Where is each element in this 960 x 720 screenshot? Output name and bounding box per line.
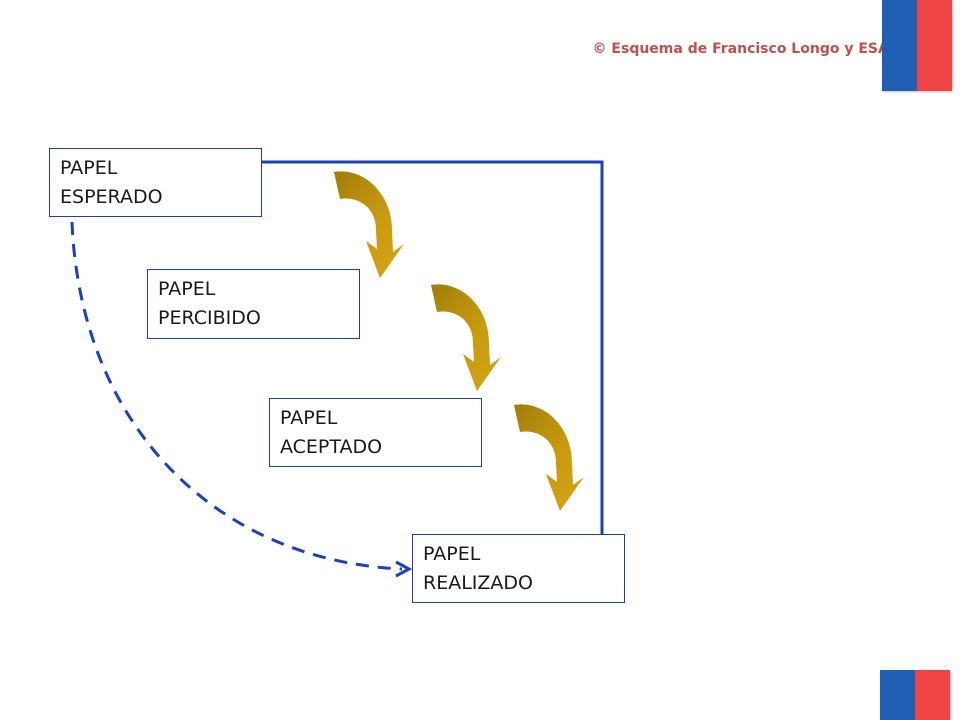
box-label-line1: PAPEL bbox=[423, 543, 481, 565]
box-papel-aceptado: PAPEL ACEPTADO bbox=[269, 398, 482, 467]
curved-arrow-3 bbox=[514, 404, 584, 511]
box-papel-percibido: PAPEL PERCIBIDO bbox=[147, 269, 360, 339]
box-papel-esperado: PAPEL ESPERADO bbox=[49, 148, 262, 217]
box-label-line1: PAPEL bbox=[60, 157, 118, 179]
box-label-line2: ACEPTADO bbox=[280, 436, 383, 458]
box-label-line1: PAPEL bbox=[280, 407, 338, 429]
box-label-line1: PAPEL bbox=[158, 278, 216, 300]
curved-arrow-1 bbox=[334, 171, 404, 278]
dashed-curved-connector bbox=[70, 221, 403, 571]
box-papel-realizado: PAPEL REALIZADO bbox=[412, 534, 625, 603]
box-label-line2: PERCIBIDO bbox=[158, 307, 261, 329]
flag-decoration-top bbox=[882, 0, 952, 91]
box-label-line2: ESPERADO bbox=[60, 186, 163, 208]
dashed-connector-arrowhead bbox=[395, 560, 413, 578]
flag-decoration-bottom bbox=[880, 670, 950, 720]
solid-connector-line bbox=[261, 160, 604, 535]
box-label-line2: REALIZADO bbox=[423, 572, 533, 594]
curved-arrow-2 bbox=[431, 284, 501, 391]
copyright-note: © Esquema de Francisco Longo y ESADE bbox=[592, 41, 910, 57]
